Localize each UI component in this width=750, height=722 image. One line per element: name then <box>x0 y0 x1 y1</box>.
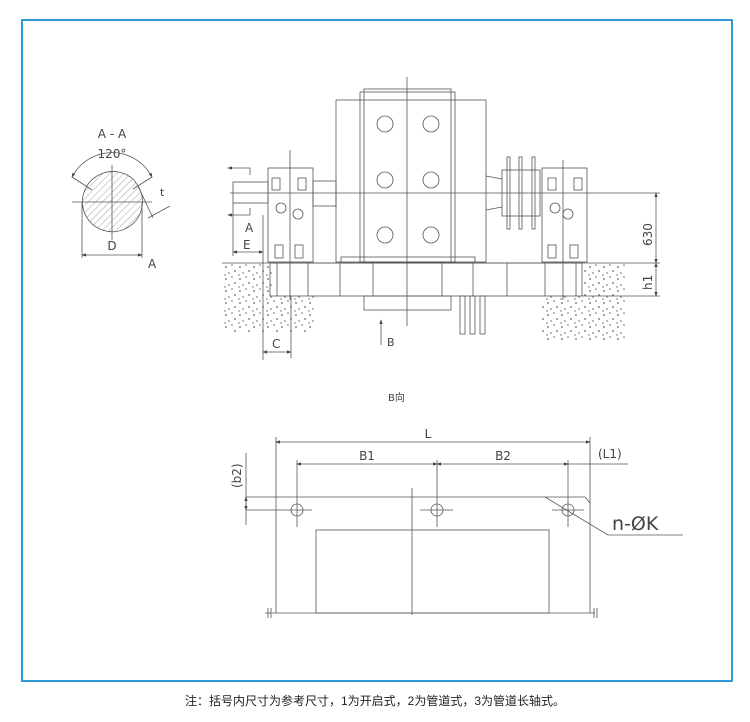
angle-label: 120° <box>98 147 127 161</box>
dim-l1: (L1) <box>598 447 622 461</box>
section-a-a: A - A 120° D A t <box>71 127 171 271</box>
section-mark-a: A <box>245 221 254 235</box>
bearing-right <box>541 167 588 263</box>
ground-left <box>222 264 272 332</box>
dim-b2: B2 <box>495 449 511 463</box>
elevation-view: A E C B 630 h1 <box>222 77 660 360</box>
drawing-frame <box>21 19 733 682</box>
motor-footprint <box>315 529 550 614</box>
view-arrow-b: B <box>387 336 395 349</box>
base-frame <box>269 262 583 297</box>
section-title: A - A <box>98 127 127 141</box>
coupling <box>312 180 337 207</box>
dim-b2-small: (b2) <box>230 463 244 488</box>
plan-view-b: B向 L B1 B2 (L1) (b2) n-ØK <box>230 391 683 618</box>
dim-b1: B1 <box>359 449 375 463</box>
dim-h1: h1 <box>641 275 655 290</box>
mounting-holes <box>290 503 584 517</box>
section-mark: A <box>148 257 157 271</box>
pulley <box>485 156 541 230</box>
dim-l: L <box>425 427 432 441</box>
ground-right <box>583 264 625 340</box>
anchor-bolts <box>459 295 486 335</box>
bearing-left <box>267 167 314 263</box>
key-depth-label: t <box>160 186 165 199</box>
dim-c: C <box>272 337 280 351</box>
dim-630: 630 <box>641 223 655 246</box>
diameter-label: D <box>107 239 116 253</box>
motor-housing <box>335 99 487 263</box>
holes-label: n-ØK <box>612 513 659 535</box>
plan-title: B向 <box>388 391 405 404</box>
housing-bolts <box>376 115 440 244</box>
shaft-end <box>232 181 269 204</box>
dim-e: E <box>243 238 251 252</box>
footnote: 注：括号内尺寸为参考尺寸，1为开启式，2为管道式，3为管道长轴式。 <box>184 694 566 708</box>
